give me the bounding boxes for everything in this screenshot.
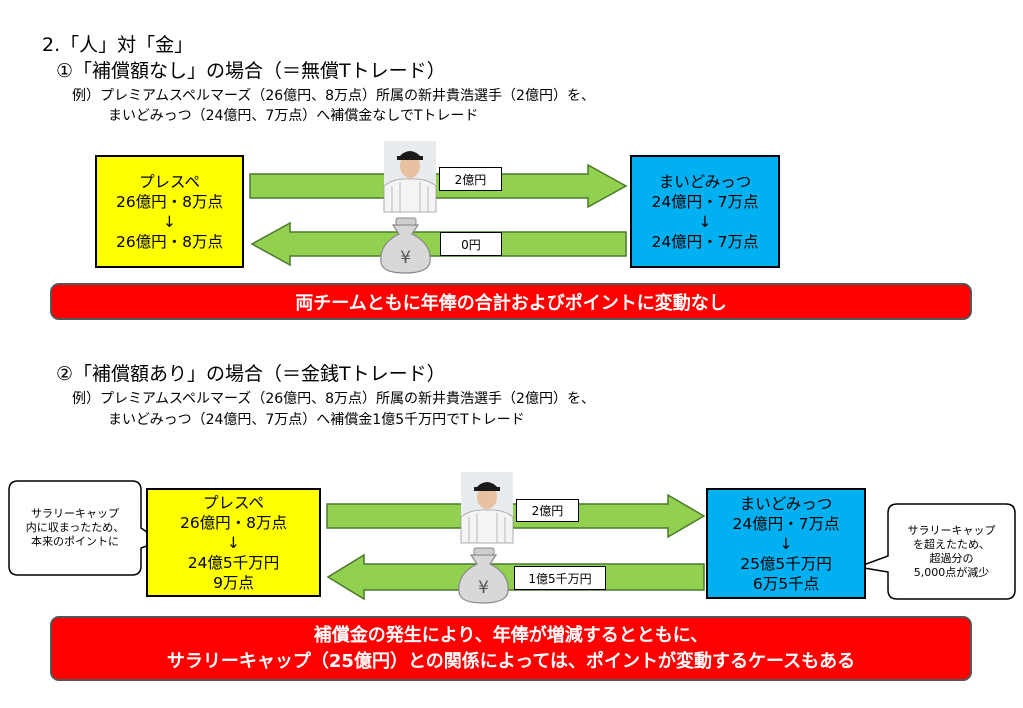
left-callout-bubble (8, 480, 162, 576)
svg-text:¥: ¥ (478, 578, 489, 598)
section2-title: ②「補償額あり」の場合（＝金銭Tトレード） (56, 363, 446, 385)
arrow-right-1 (249, 163, 628, 209)
team-name: プレスペ (139, 172, 200, 191)
left-team-box-2: プレスペ 26億円・8万点 ↓ 24億5千万円 9万点 (146, 488, 321, 597)
player-photo (383, 141, 437, 213)
right-callout-bubble (855, 503, 1016, 600)
section-heading: 2.「人」対「金」 (42, 34, 194, 56)
result-banner-1: 両チームともに年俸の合計およびポイントに変動なし (50, 283, 972, 320)
section1-example-line1: 例）プレミアムスペルマーズ（26億円、8万点）所属の新井貴浩選手（2億円）を、 (72, 88, 595, 104)
compensation-label-1: 0円 (440, 232, 502, 256)
callout-line: 内に収まったため、 (25, 521, 125, 534)
team-name: プレスペ (203, 493, 264, 512)
player-photo (460, 472, 514, 544)
team-after-points: 6万5千点 (752, 574, 820, 593)
down-arrow: ↓ (779, 534, 793, 553)
section1-example-line2: まいどみっつ（24億円、7万点）へ補償金なしでTトレード (108, 108, 479, 124)
compensation-label-2: 1億5千万円 (514, 566, 606, 590)
team-after-salary: 25億5千万円 (740, 554, 832, 573)
team-after-points: 9万点 (213, 573, 254, 592)
right-team-box-2: まいどみっつ 24億円・7万点 ↓ 25億5千万円 6万5千点 (706, 488, 866, 599)
down-arrow: ↓ (698, 212, 712, 231)
result-banner-2: 補償金の発生により、年俸が増減するとともに、 サラリーキャップ（25億円）との関… (50, 616, 972, 681)
team-after-salary: 24億5千万円 (187, 553, 280, 572)
left-team-box-1: プレスペ 26億円・8万点 ↓ 26億円・8万点 (95, 155, 244, 268)
left-callout-text: サラリーキャップ 内に収まったため、 本来のポイントに (9, 483, 141, 573)
banner-text: 両チームともに年俸の合計およびポイントに変動なし (295, 292, 727, 314)
callout-line: サラリーキャップ (907, 523, 996, 537)
banner-text-line1: 補償金の発生により、年俸が増減するとともに、 (313, 624, 709, 646)
arrow-right-2 (326, 493, 706, 539)
callout-line: 本来のポイントに (31, 535, 119, 548)
callout-line: サラリーキャップ (31, 507, 119, 520)
banner-text-line2: サラリーキャップ（25億円）との関係によっては、ポイントが変動するケースもある (166, 650, 856, 672)
salary-label-2: 2億円 (516, 499, 579, 522)
right-callout-text: サラリーキャップ を超えたため、 超過分の 5,000点が減少 (888, 506, 1015, 597)
section2-example-line2: まいどみっつ（24億円、7万点）へ補償金1億5千万円でTトレード (108, 412, 525, 428)
team-before: 24億円・7万点 (651, 192, 759, 211)
down-arrow: ↓ (227, 533, 240, 552)
arrow-left-1 (250, 221, 627, 267)
team-before: 26億円・8万点 (115, 192, 224, 211)
callout-line: 超過分の (929, 551, 974, 565)
svg-text:¥: ¥ (400, 248, 411, 268)
team-before: 26億円・8万点 (179, 513, 288, 532)
section2-example-line1: 例）プレミアムスペルマーズ（26億円、8万点）所属の新井貴浩選手（2億円）を、 (72, 391, 595, 407)
down-arrow: ↓ (163, 212, 176, 231)
money-bag-icon: ¥ (458, 547, 509, 604)
team-name: まいどみっつ (658, 172, 752, 191)
team-after: 26億円・8万点 (115, 232, 224, 251)
salary-label-1: 2億円 (439, 167, 502, 191)
team-before: 24億円・7万点 (732, 514, 840, 533)
money-bag-icon: ¥ (380, 217, 431, 274)
section1-title: ①「補償額なし」の場合（＝無償Tトレード） (56, 60, 446, 82)
team-after: 24億円・7万点 (651, 232, 759, 251)
right-team-box-1: まいどみっつ 24億円・7万点 ↓ 24億円・7万点 (630, 155, 780, 268)
callout-line: を超えたため、 (913, 537, 990, 551)
team-name: まいどみっつ (739, 494, 833, 513)
callout-line: 5,000点が減少 (913, 565, 990, 579)
